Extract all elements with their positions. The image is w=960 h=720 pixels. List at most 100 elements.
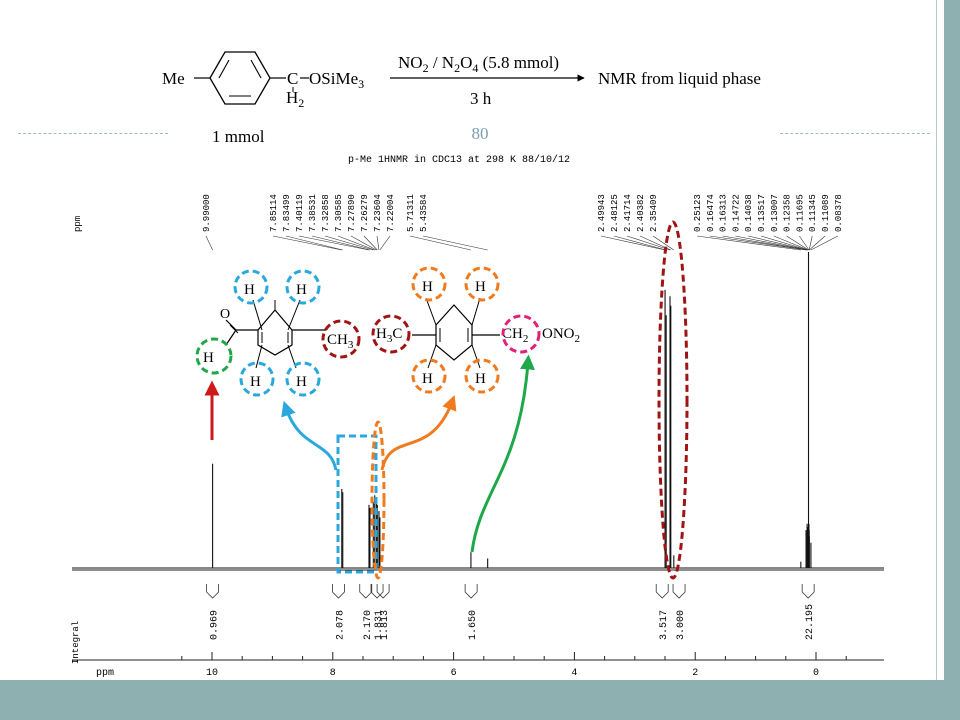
spectrum-paper: ppm p-Me 1HNMR in CDC13 at 298 K 88/10/1… bbox=[71, 154, 884, 679]
integral-label: 2.078 bbox=[335, 610, 346, 640]
peak-label-leader bbox=[722, 235, 807, 251]
nitrate-benzene-ring bbox=[435, 304, 473, 361]
integral-bracket bbox=[464, 584, 478, 599]
aldehyde-ring-h3: H bbox=[250, 374, 261, 390]
slide-dash-right bbox=[780, 133, 930, 134]
peak-label-leader bbox=[311, 235, 371, 251]
ppm-tick-label: 6 bbox=[451, 668, 457, 679]
highlight-nitrate-h1 bbox=[411, 266, 447, 302]
aldehyde-ring-h2: H bbox=[296, 282, 307, 298]
peak-shift-label: 9.99000 bbox=[202, 194, 212, 232]
slide-number: 80 bbox=[471, 124, 489, 143]
peak-shift-label: 2.49943 bbox=[597, 194, 607, 232]
peak-shift-label: 7.22004 bbox=[386, 194, 396, 232]
integral-bracket bbox=[359, 584, 373, 599]
highlight-nitrate-h4 bbox=[464, 358, 500, 394]
integral-bracket bbox=[376, 584, 390, 599]
aldehyde-h-label: H bbox=[203, 350, 214, 366]
peak-label-leader bbox=[363, 235, 378, 251]
highlight-nitrate-ch2 bbox=[501, 314, 541, 354]
peak-label-leader bbox=[409, 235, 472, 251]
peak-label-leader bbox=[748, 235, 808, 251]
peak-label-leader bbox=[709, 235, 807, 251]
nitrate-ring-h3: H bbox=[422, 371, 433, 387]
ellipse-methyl bbox=[657, 220, 689, 580]
arrow-aromatic-b bbox=[380, 394, 457, 471]
ppm-tick-label: 8 bbox=[330, 668, 336, 679]
peak-label-leader bbox=[350, 235, 377, 251]
peak-shift-label: 5.43584 bbox=[419, 194, 429, 232]
reaction-time: 3 h bbox=[470, 89, 492, 108]
integral-label: 3.517 bbox=[659, 610, 670, 640]
integral-label: 22.195 bbox=[805, 604, 816, 640]
ppm-side-label: ppm bbox=[73, 216, 83, 232]
assignment-annotations bbox=[204, 220, 689, 580]
reactant-osime-label: OSiMe3 bbox=[309, 69, 364, 91]
molecule-aldehyde: O H CH3 H H H H bbox=[195, 269, 361, 397]
slide-frame-divider bbox=[936, 0, 937, 680]
integral-bracket bbox=[332, 584, 345, 599]
highlight-aldehyde-h bbox=[195, 337, 233, 375]
ppm-tick-label: 2 bbox=[692, 668, 698, 679]
ppm-tick-label: 10 bbox=[206, 668, 218, 679]
molecule-nitrate: H3C CH2 ONO2 H H H H bbox=[371, 266, 580, 394]
integral-label: 1.831 bbox=[374, 610, 385, 640]
aldehyde-ch3-label: CH3 bbox=[327, 332, 354, 351]
highlight-nitrate-h2 bbox=[464, 266, 500, 302]
ppm-bottom-label: ppm bbox=[96, 668, 114, 679]
peak-shift-label: 2.35409 bbox=[649, 194, 659, 232]
highlight-nitrate-h3 bbox=[411, 358, 447, 394]
peak-label-leader bbox=[376, 235, 380, 251]
ellipse-aromatic-b bbox=[370, 420, 386, 580]
integral-side-label: Integral bbox=[71, 621, 81, 664]
peak-shift-label: 7.40119 bbox=[295, 194, 305, 232]
peak-shift-label: 0.11695 bbox=[795, 194, 805, 232]
arrow-aromatic-a bbox=[281, 400, 338, 471]
integral-label: 0.969 bbox=[210, 610, 221, 640]
peak-shift-label: 0.25123 bbox=[693, 194, 703, 232]
integral-bracket bbox=[801, 584, 815, 599]
highlight-ring-h2 bbox=[285, 269, 321, 305]
peak-shift-label: 0.11345 bbox=[808, 194, 818, 232]
peak-shift-label: 0.14722 bbox=[731, 194, 741, 232]
peak-shift-label: 2.48125 bbox=[610, 194, 620, 232]
integral-bracket bbox=[206, 584, 220, 599]
highlight-nitrate-ch3 bbox=[371, 314, 411, 354]
peak-shift-label: 0.08378 bbox=[834, 194, 844, 232]
peak-shift-label: 7.30585 bbox=[334, 194, 344, 232]
peak-label-leader bbox=[773, 235, 809, 251]
peak-label-leader bbox=[808, 235, 813, 251]
highlight-ring-h4 bbox=[285, 361, 321, 397]
spectrum-trace bbox=[72, 252, 884, 569]
integral-bracket bbox=[370, 584, 384, 599]
box-aromatic-a bbox=[336, 434, 378, 574]
peak-label-leader bbox=[285, 235, 343, 251]
peak-shift-label: 0.13007 bbox=[770, 194, 780, 232]
peak-shift-label: 7.85114 bbox=[269, 194, 279, 232]
reaction-product: NMR from liquid phase bbox=[598, 69, 761, 88]
reactant-c-label: C bbox=[287, 69, 298, 88]
peak-shift-label: 0.14038 bbox=[744, 194, 754, 232]
peak-label-leader bbox=[324, 235, 374, 251]
peak-label-leader bbox=[696, 235, 801, 251]
integral-label: 2.170 bbox=[363, 610, 374, 640]
peak-shift-label: 2.40382 bbox=[636, 194, 646, 232]
reagent-label: NO2 / N2O4 (5.8 mmol) bbox=[398, 53, 559, 75]
peak-label-leader bbox=[786, 235, 809, 251]
peak-label-leader bbox=[799, 235, 810, 251]
reactant-amount: 1 mmol bbox=[212, 127, 265, 146]
peak-label-leader bbox=[337, 235, 375, 251]
peak-shift-label: 7.38531 bbox=[308, 194, 318, 232]
peak-label-leader bbox=[810, 235, 838, 251]
spectrum-header: p-Me 1HNMR in CDC13 at 298 K 88/10/12 bbox=[348, 154, 570, 166]
ppm-tick-label: 0 bbox=[813, 668, 819, 679]
nitrate-ono2-label: ONO2 bbox=[542, 326, 580, 345]
peak-label-leader bbox=[652, 235, 674, 251]
nitrate-ch2-label: CH2 bbox=[502, 326, 528, 345]
slide-dash-left bbox=[18, 133, 168, 134]
ppm-tick-label: 4 bbox=[571, 668, 577, 679]
peak-shift-label: 7.26279 bbox=[360, 194, 370, 232]
peak-shift-label: 0.11089 bbox=[821, 194, 831, 232]
